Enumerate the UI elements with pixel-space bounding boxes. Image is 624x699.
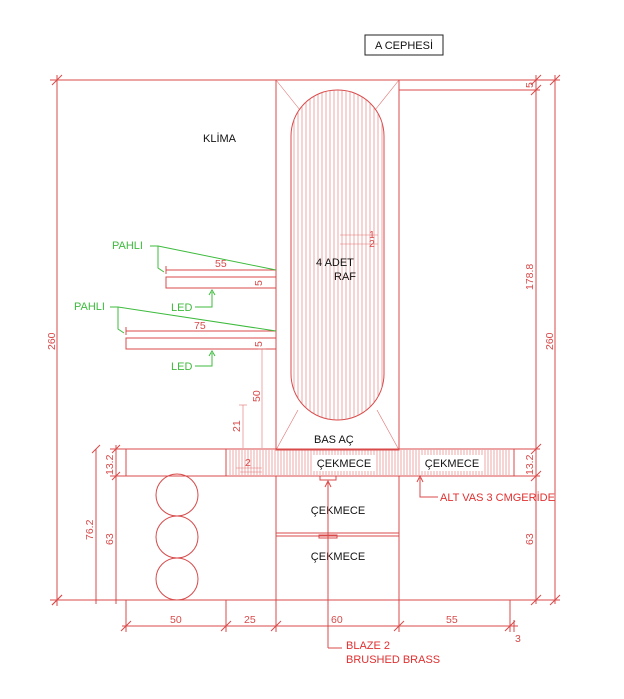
title-box: A CEPHESİ [364,34,444,56]
dim-left-260: 260 [46,332,58,350]
dim-right-5: 5 [524,82,536,88]
blaze-label-1: BLAZE 2 [346,640,390,652]
pahli-leader-2: PAHLI [74,301,277,334]
shelf-upper-width: 55 [215,258,227,270]
dim-small-b: 2 [369,238,375,250]
lower-cabinet: ÇEKMECE ÇEKMECE [275,475,400,601]
dim-gap-50: 50 [251,390,263,402]
panel-flutes [293,90,383,420]
drawer-label-1: ÇEKMECE [317,458,371,470]
alt-vas-note: ALT VAS 3 CMGERİDE [416,474,555,504]
pahli-label-1: PAHLI [112,240,143,252]
title-text: A CEPHESİ [375,39,433,52]
klima-label: KLİMA [203,132,237,145]
led-label-2: LED [171,361,192,373]
dim-right-260: 260 [544,332,556,350]
shelf-lower-width: 75 [194,320,206,332]
dim-small-a: 1 [369,229,375,241]
tall-cabinet [275,79,400,451]
pahli-label-2: PAHLI [74,301,105,313]
dim-bottom-60: 60 [331,614,343,626]
counter-handle [319,475,337,481]
pahli-leader-1: PAHLI [112,240,277,273]
drawer-label-2: ÇEKMECE [425,458,479,470]
led-label-1: LED [171,302,192,314]
stacked-spheres [155,473,199,601]
dim-left-76-2: 76.2 [84,519,96,540]
drawer-label-bg-1 [313,455,375,471]
dim-right-13-2: 13.2 [524,454,536,475]
fluted-panel [290,89,385,421]
left-dimensions: 260 13.2 63 76.2 [46,74,276,606]
dim-bottom-55: 55 [446,614,458,626]
dim-left-63: 63 [104,533,116,545]
raf-label-line2: RAF [334,271,356,283]
blaze-note: BLAZE 2 BRUSHED BRASS [324,479,440,666]
blaze-label-2: BRUSHED BRASS [346,654,440,666]
dim-left-13-2: 13.2 [104,454,116,475]
dim-right-178-8: 178.8 [524,264,536,290]
led-leader-1: LED [171,289,216,314]
dim-bottom-3: 3 [515,633,521,645]
alt-vas-label: ALT VAS 3 CMGERİDE [440,491,555,504]
drawer-label-bg-2 [421,455,483,471]
bottom-dimensions: 50 25 60 55 3 [120,600,521,645]
dim-small-c: 2 [245,457,251,469]
led-leader-2: LED [171,350,216,373]
shelf-lower-thick: 5 [253,341,265,347]
right-dimensions: 5 178.8 13.2 63 260 [399,74,561,606]
dim-right-63: 63 [524,533,536,545]
bas-ac-label: BAS AÇ [314,434,354,446]
shelf-lower: 75 5 [125,320,277,350]
dim-gap: 50 21 [231,348,266,448]
raf-label-line1: 4 ADET [316,257,354,269]
shelf-upper-thick: 5 [253,280,265,286]
shelf-upper: 55 5 [165,258,277,289]
dim-bottom-25: 25 [244,614,256,626]
dim-bottom-50: 50 [170,614,182,626]
drawer-label-3: ÇEKMECE [311,505,365,517]
drawer-label-4: ÇEKMECE [311,551,365,563]
dim-gap-21: 21 [231,420,243,432]
